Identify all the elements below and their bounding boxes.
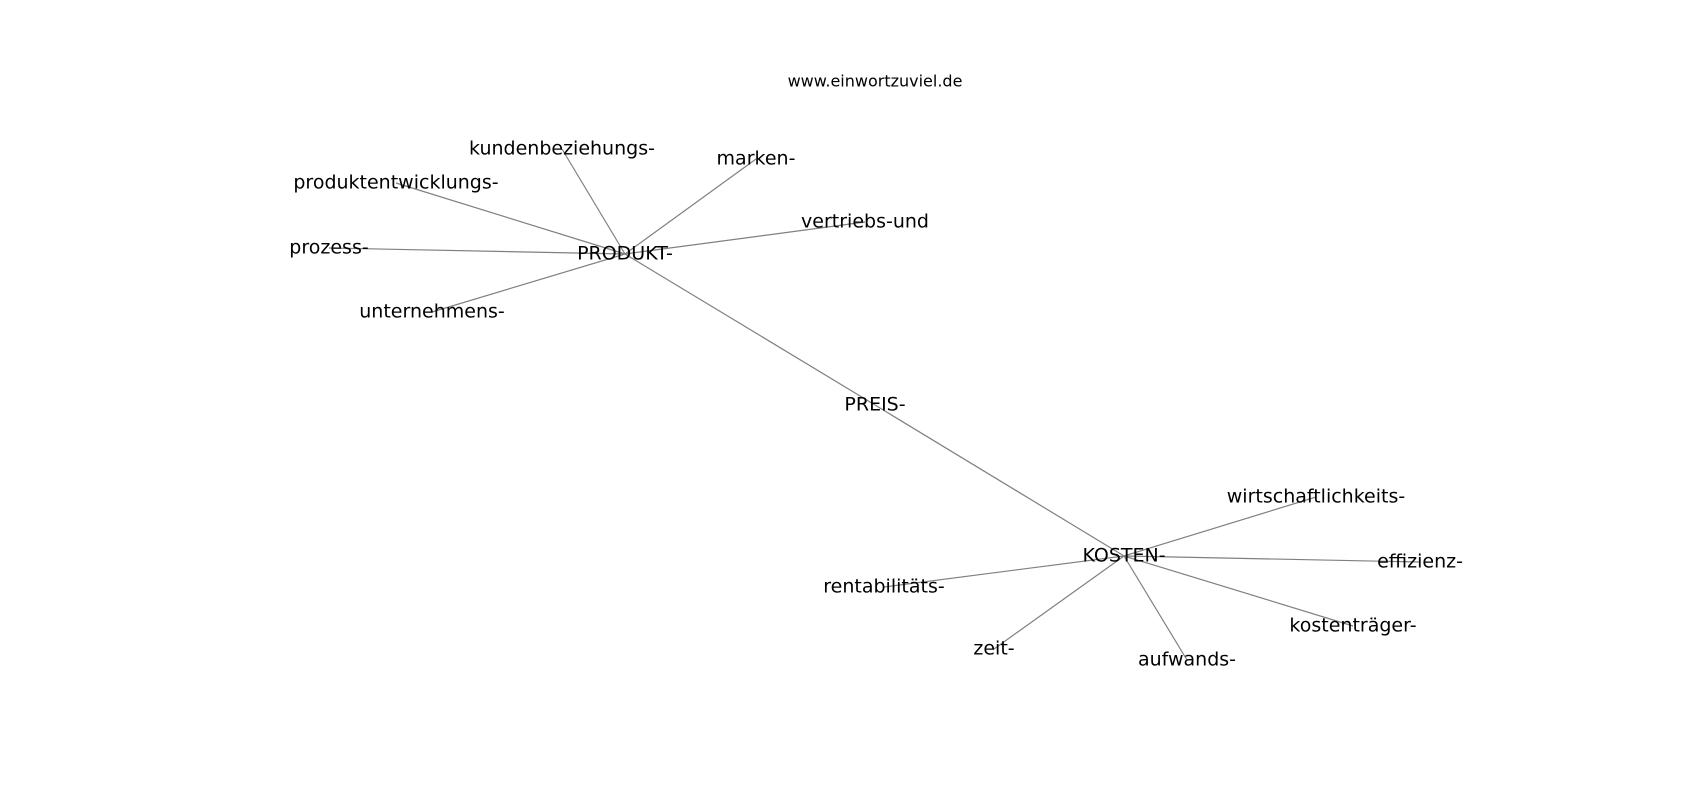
node-prozess: prozess- bbox=[289, 237, 368, 259]
node-preis: PREIS- bbox=[844, 394, 905, 416]
diagram-edges bbox=[328, 148, 1421, 661]
edge-kosten-aufwands bbox=[1123, 555, 1188, 661]
node-kosten: KOSTEN- bbox=[1082, 545, 1165, 567]
node-produkt: PRODUKT- bbox=[577, 243, 673, 265]
node-produktentwicklungs: produktentwicklungs- bbox=[293, 172, 498, 194]
node-zeit: zeit- bbox=[973, 638, 1014, 660]
edge-kosten-zeit bbox=[993, 555, 1125, 650]
node-vertriebs: vertriebs-und bbox=[801, 211, 929, 233]
node-unternehmens: unternehmens- bbox=[359, 301, 504, 323]
node-aufwands: aufwands- bbox=[1138, 649, 1236, 671]
node-wirtschaftlichkeits: wirtschaftlichkeits- bbox=[1227, 486, 1405, 508]
edge-produkt-prozess bbox=[328, 247, 626, 255]
node-kostentraeger: kostenträger- bbox=[1289, 615, 1416, 637]
edge-preis-kosten bbox=[874, 404, 1125, 557]
node-marken: marken- bbox=[717, 148, 796, 170]
edge-kosten-effizienz bbox=[1123, 555, 1421, 563]
node-kundenbeziehungs: kundenbeziehungs- bbox=[469, 138, 655, 160]
edge-produkt-marken bbox=[624, 158, 757, 255]
diagram-labels: www.einwortzuviel.de PRODUKT- PREIS- KOS… bbox=[289, 72, 1463, 671]
edge-kosten-wirtschaftlichkeits bbox=[1123, 496, 1317, 557]
node-rentabilitaets: rentabilitäts- bbox=[823, 576, 944, 598]
website-label: www.einwortzuviel.de bbox=[788, 72, 963, 91]
edge-produkt-preis bbox=[624, 253, 876, 406]
edge-produkt-unternehmens bbox=[431, 253, 626, 313]
node-effizienz: effizienz- bbox=[1377, 551, 1463, 573]
edge-kosten-rentabilitaets bbox=[883, 555, 1125, 588]
edge-produkt-produktentwicklungs bbox=[395, 182, 626, 255]
edge-kosten-kostentraeger bbox=[1123, 555, 1354, 627]
edge-produkt-vertriebs bbox=[624, 221, 866, 255]
edge-produkt-kundenbeziehungs bbox=[561, 148, 626, 255]
